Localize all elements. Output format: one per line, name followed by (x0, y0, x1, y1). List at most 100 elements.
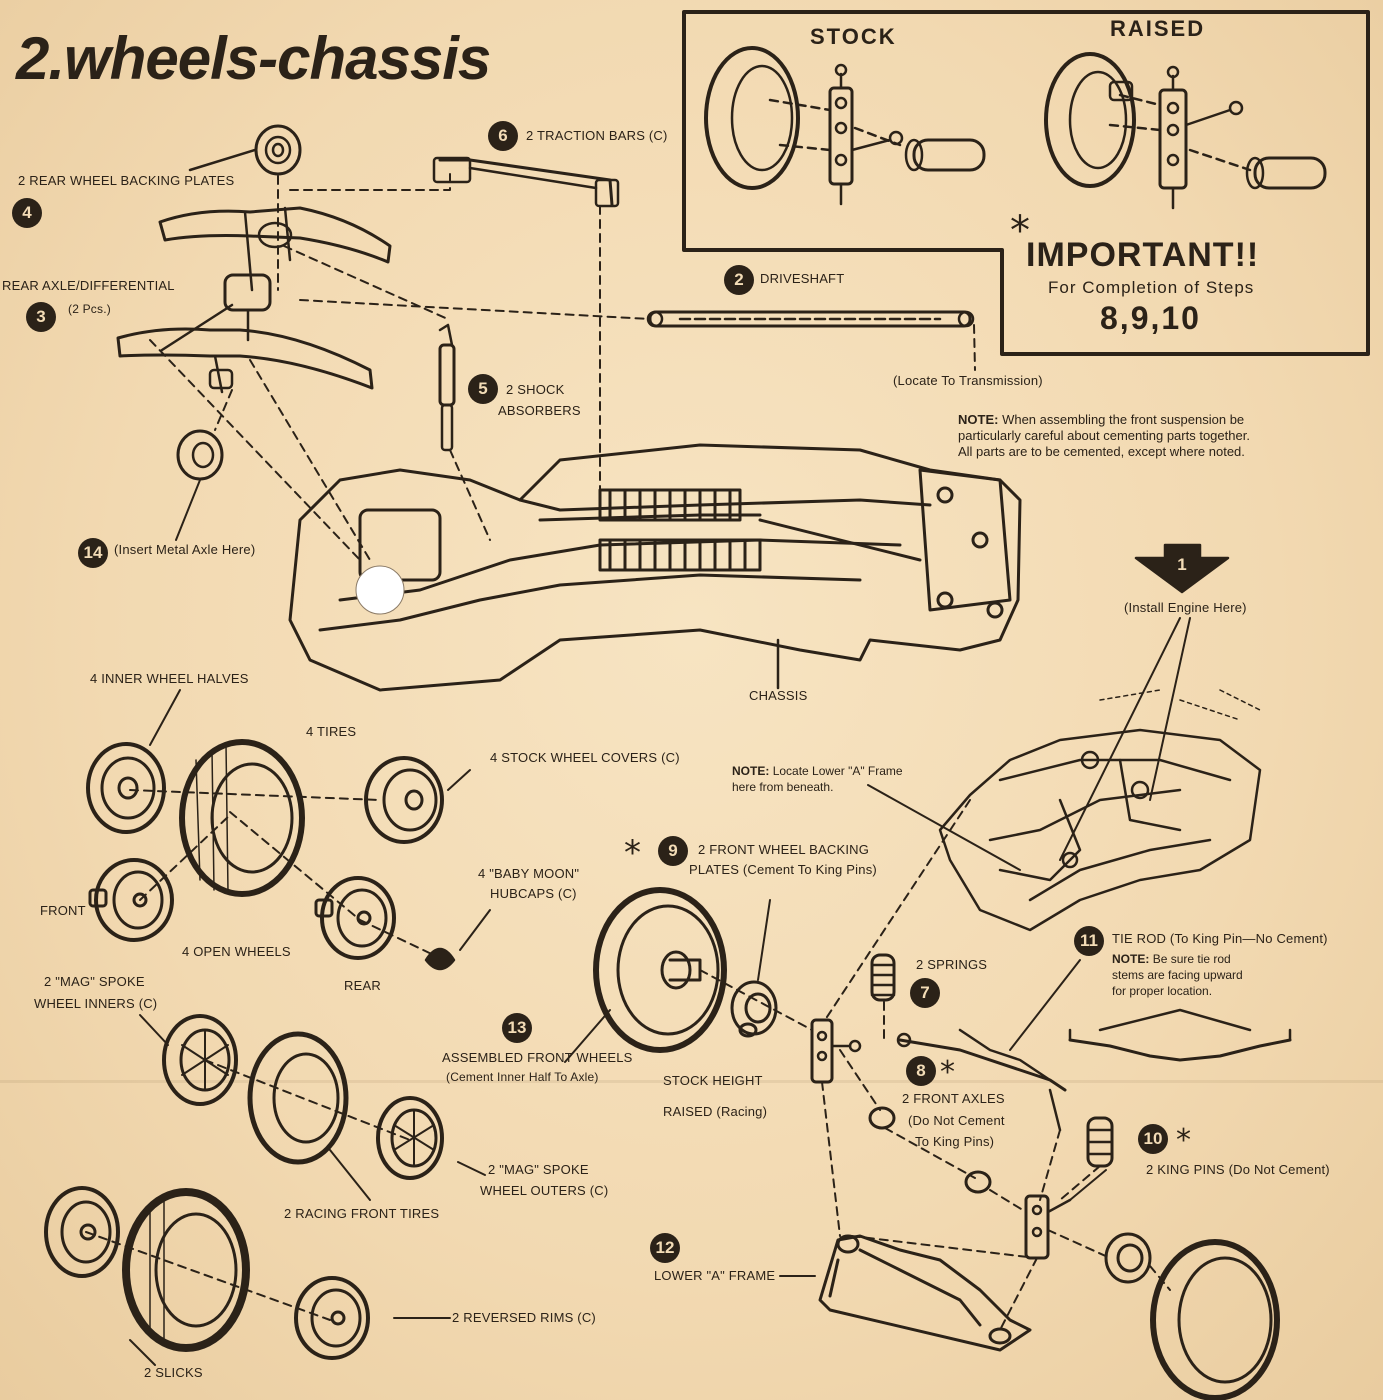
note-front-line-2: particularly careful about cementing par… (958, 428, 1250, 443)
step-8-sublabel-1: (Do Not Cement (908, 1113, 1005, 1128)
front-suspension-frame (938, 689, 1262, 932)
locate-transmission-label: (Locate To Transmission) (893, 373, 1043, 388)
step-3-badge: 3 (26, 302, 56, 332)
mag-outers-label-1: 2 "MAG" SPOKE (488, 1162, 589, 1177)
racing-front-tire (247, 1031, 349, 1165)
asterisk-icon: * (1010, 208, 1030, 254)
inner-wheel-half (86, 742, 166, 834)
step-10-badge: 10 (1138, 1124, 1168, 1154)
tire (179, 739, 305, 897)
step-1-label: (Install Engine Here) (1124, 600, 1247, 615)
step-7-label: 2 SPRINGS (916, 957, 988, 972)
chassis (288, 443, 1022, 692)
page-title: 2.wheels-chassis (16, 25, 491, 92)
install-engine-arrow (1134, 543, 1230, 594)
shock-absorber (438, 323, 456, 452)
tires-label: 4 TIRES (306, 724, 357, 739)
step-13-label: ASSEMBLED FRONT WHEELS (442, 1050, 633, 1065)
step-3-sublabel: (2 Pcs.) (68, 302, 111, 316)
paper-fold (0, 1080, 1383, 1083)
asterisk-icon: * (940, 1055, 955, 1090)
rear-axle-upper-half (158, 206, 392, 292)
front-axle-stub (868, 1106, 992, 1194)
king-pin-part (1086, 1116, 1114, 1168)
note-tie-rod-line-3: for proper location. (1112, 984, 1213, 998)
rear-axle-lower-half (116, 327, 374, 394)
racing-front-tires-label: 2 RACING FRONT TIRES (284, 1206, 440, 1221)
step-12-label: LOWER "A" FRAME (654, 1268, 776, 1283)
rear-hub (176, 429, 224, 481)
step-10-label: 2 KING PINS (Do Not Cement) (1146, 1162, 1330, 1177)
king-pin-assembly-left (810, 1018, 862, 1084)
step-4-label: 2 REAR WHEEL BACKING PLATES (18, 173, 235, 188)
mag-outers-label-2: WHEEL OUTERS (C) (480, 1183, 609, 1198)
mag-inners-label-2: WHEEL INNERS (C) (34, 996, 158, 1011)
step-8-sublabel-2: To King Pins) (915, 1134, 995, 1149)
note-a-frame-line-1: NOTE: Locate Lower "A" Frame (732, 764, 903, 778)
raised-racing-label: RAISED (Racing) (663, 1104, 768, 1119)
step-4-badge: 4 (12, 198, 42, 228)
raised-height-illustration (1044, 52, 1327, 210)
slick-inner (44, 1186, 120, 1278)
assembled-front-wheel (593, 887, 727, 1053)
important-callout-frame (682, 10, 1370, 356)
king-pin-assembly-right (1024, 1194, 1072, 1260)
step-14-badge: 14 (78, 538, 108, 568)
mag-spoke-inner (162, 1014, 238, 1106)
step-5-sublabel: ABSORBERS (498, 403, 581, 418)
chassis-label: CHASSIS (749, 688, 808, 703)
note-tie-rod-line-1: NOTE: Be sure tie rod (1112, 952, 1231, 966)
step-12-badge: 12 (650, 1233, 680, 1263)
important-steps: 8,9,10 (1100, 300, 1201, 336)
step-3-label: REAR AXLE/DIFFERENTIAL (2, 278, 175, 293)
raised-label: RAISED (1110, 16, 1206, 41)
driveshaft (646, 310, 975, 328)
baby-moon-label-1: 4 "BABY MOON" (478, 866, 580, 881)
stock-wheel-cover (364, 756, 444, 844)
reversed-rim (294, 1276, 370, 1360)
slicks-label: 2 SLICKS (144, 1365, 203, 1380)
step-13-badge: 13 (502, 1013, 532, 1043)
stock-height-illustration (704, 46, 986, 206)
step-1-badge: 1 (1177, 555, 1187, 574)
lower-a-frame (818, 1234, 1032, 1352)
open-wheels-label: 4 OPEN WHEELS (182, 944, 291, 959)
front-backing-plate (730, 980, 778, 1038)
step-13-sublabel: (Cement Inner Half To Axle) (446, 1070, 599, 1084)
step-8-label: 2 FRONT AXLES (902, 1091, 1005, 1106)
important-subtext: For Completion of Steps (1048, 278, 1255, 297)
asterisk-icon: * (624, 833, 641, 873)
tie-rod (1068, 1008, 1292, 1062)
note-tie-rod-line-2: stems are facing upward (1112, 968, 1243, 982)
rear-label: REAR (344, 978, 381, 993)
stock-label: STOCK (810, 24, 897, 49)
baby-moon-hubcap (424, 947, 456, 971)
important-heading: IMPORTANT!! (1026, 236, 1260, 274)
stock-wheel-covers-label: 4 STOCK WHEEL COVERS (C) (490, 750, 680, 765)
mag-spoke-outer (376, 1096, 444, 1180)
step-11-label: TIE ROD (To King Pin—No Cement) (1112, 931, 1328, 946)
traction-bar (432, 156, 620, 208)
asterisk-icon: * (1176, 1123, 1191, 1158)
front-axle (896, 1028, 1067, 1132)
rear-differential (223, 273, 272, 342)
open-wheel-rear (314, 876, 396, 960)
front-label: FRONT (40, 903, 86, 918)
front-wheel-right (1150, 1239, 1280, 1400)
rear-wheel-backing-plate (254, 124, 302, 176)
stock-height-label: STOCK HEIGHT (663, 1073, 763, 1088)
step-2-badge: 2 (724, 265, 754, 295)
step-9-badge: 9 (658, 836, 688, 866)
inner-wheel-halves-label: 4 INNER WHEEL HALVES (90, 671, 249, 686)
step-6-badge: 6 (488, 121, 518, 151)
step-5-label: 2 SHOCK (506, 382, 565, 397)
step-7-badge: 7 (910, 978, 940, 1008)
note-front-line-3: All parts are to be cemented, except whe… (958, 444, 1245, 459)
open-wheel-front (88, 858, 174, 942)
step-9-label: 2 FRONT WHEEL BACKING (698, 842, 870, 857)
note-front-line-1: NOTE: When assembling the front suspensi… (958, 412, 1245, 427)
slick-tire (122, 1188, 250, 1352)
step-11-badge: 11 (1074, 926, 1104, 956)
